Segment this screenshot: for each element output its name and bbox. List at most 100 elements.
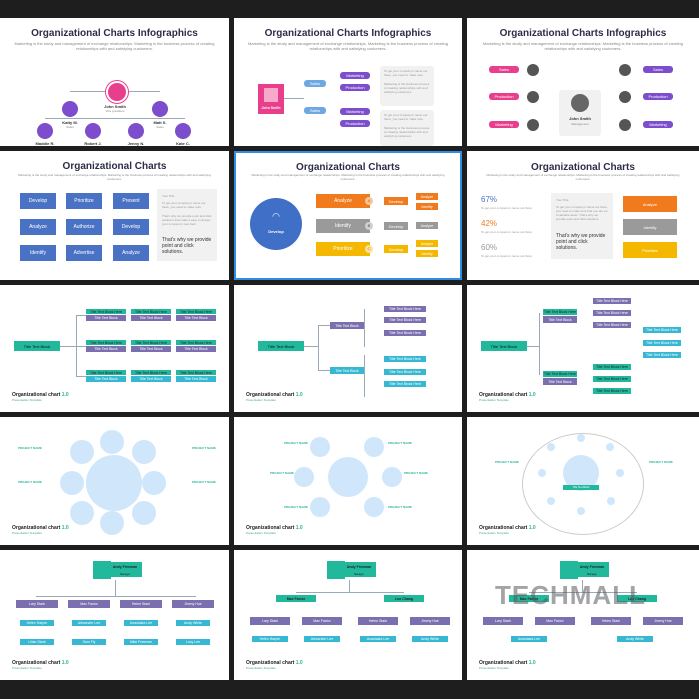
sub-block: Title Text Block Here bbox=[131, 309, 171, 314]
avatar bbox=[128, 123, 144, 139]
footer-version: 1.0 bbox=[62, 660, 69, 666]
project-label: PROJECT NAME bbox=[404, 471, 428, 475]
slide-thumbnail-14[interactable]: Andy Freeman Manager Max Factor Loo Chan… bbox=[234, 550, 462, 680]
footer-version: 1.0 bbox=[529, 525, 536, 531]
project-label: PROJECT NAME bbox=[649, 460, 673, 464]
footer-version: 1.0 bbox=[296, 660, 303, 666]
staff-name: Lilian Stark bbox=[20, 639, 54, 645]
project-label: PROJECT NAME bbox=[270, 471, 294, 475]
satellite-circle bbox=[616, 469, 624, 477]
sub-block: Title Text Block Here bbox=[131, 340, 171, 345]
note-highlight: That's why we provide point and click so… bbox=[162, 237, 214, 255]
slide-title: Organizational Charts Infographics bbox=[234, 28, 462, 39]
manager-name: Max Factor bbox=[535, 617, 575, 625]
slide-thumbnail-13[interactable]: Andy Freeman Manager Lary Stark Max Fact… bbox=[0, 550, 229, 680]
sub-block: Title Text Block Here bbox=[384, 330, 426, 336]
row-badge: B bbox=[365, 222, 373, 230]
slide-thumbnail-10[interactable]: PROJECT NAME PROJECT NAME PROJECT NAME P… bbox=[0, 417, 229, 545]
title-block: Title Text Block bbox=[131, 315, 171, 321]
label-pill: Sales bbox=[304, 107, 326, 114]
process-box: Present bbox=[113, 193, 149, 209]
slide-thumbnail-1[interactable]: Organizational Charts Infographics Marke… bbox=[0, 18, 229, 146]
avatar bbox=[527, 91, 539, 103]
satellite-circle bbox=[142, 471, 166, 495]
process-box: Develop bbox=[113, 219, 149, 235]
avatar bbox=[264, 88, 278, 102]
footer-sub: Presentation Template bbox=[12, 666, 42, 670]
process-box: Identify bbox=[623, 219, 677, 235]
satellite-circle bbox=[294, 467, 314, 487]
sub-block: Title Text Block Here bbox=[543, 309, 577, 315]
manager-name: Jimmy Hue bbox=[643, 617, 683, 625]
slide-subtitle: Marketing is the study and management of… bbox=[479, 173, 687, 181]
step-box: Develop bbox=[384, 222, 408, 230]
person-role: Management bbox=[559, 122, 601, 126]
note-highlight: That's why we provide point and click so… bbox=[556, 233, 610, 251]
manager-name: Max Factor bbox=[302, 617, 342, 625]
title-block: Title Text Block bbox=[176, 315, 216, 321]
title-block: Title Text Block bbox=[86, 376, 126, 382]
sub-block: Title Text Block Here bbox=[384, 306, 426, 312]
satellite-circle bbox=[382, 467, 402, 487]
avatar bbox=[527, 64, 539, 76]
label-pill: Marketing bbox=[340, 72, 370, 79]
slide-title: Organizational Charts bbox=[467, 162, 699, 173]
avatar bbox=[62, 101, 78, 117]
avatar bbox=[175, 123, 191, 139]
person-name: Jenny N. bbox=[116, 141, 156, 146]
title-block: Title Text Block bbox=[543, 378, 577, 385]
note-text: To get your company's name out there, yo… bbox=[384, 69, 430, 77]
project-label: PROJECT NAME bbox=[388, 441, 412, 445]
center-circle bbox=[86, 455, 142, 511]
slide-thumbnail-3[interactable]: Organizational Charts Infographics Marke… bbox=[467, 18, 699, 146]
sub-block: Title Text Block Here bbox=[643, 340, 681, 346]
project-label: PROJECT NAME bbox=[18, 480, 42, 484]
avatar bbox=[106, 81, 128, 103]
process-box: Prioritize bbox=[623, 242, 677, 258]
process-box: Identify bbox=[20, 245, 56, 261]
slide-thumbnail-4[interactable]: Organizational Charts Marketing is the s… bbox=[0, 151, 229, 280]
step-box: Develop bbox=[384, 245, 408, 253]
sub-block: Title Text Block Here bbox=[593, 376, 631, 382]
satellite-circle bbox=[538, 469, 546, 477]
slide-thumbnail-11[interactable]: PROJECT NAME PROJECT NAME PROJECT NAME P… bbox=[234, 417, 462, 545]
slide-thumbnail-9[interactable]: Title Text Block Title Text Block Here T… bbox=[467, 285, 699, 412]
sub-block: Title Text Block Here bbox=[593, 388, 631, 394]
project-label: PROJECT NAME bbox=[284, 505, 308, 509]
process-box: Authorize bbox=[66, 219, 102, 235]
footer-version: 1.0 bbox=[62, 525, 69, 531]
note-text: Marketing is the business process of cre… bbox=[384, 126, 430, 138]
slide-thumbnail-7[interactable]: Title Text Block Title Text Block Here T… bbox=[0, 285, 229, 412]
manager-name: Lary Stark bbox=[16, 600, 58, 608]
center-label: Title Text Block bbox=[563, 485, 599, 490]
manager-name: Jimmy Hue bbox=[410, 617, 450, 625]
satellite-circle bbox=[132, 501, 156, 525]
note-text: To get your company's name out there, yo… bbox=[556, 205, 608, 221]
person-role: Manager bbox=[108, 572, 142, 577]
process-box: Develop bbox=[20, 193, 56, 209]
staff-name: Helen Harper bbox=[20, 620, 54, 626]
slide-thumbnail-15[interactable]: Andy Freeman Manager Max Factor Loo Chan… bbox=[467, 550, 699, 680]
footer-version: 1.0 bbox=[296, 392, 303, 398]
slide-title: Organizational Charts Infographics bbox=[0, 28, 229, 39]
stat-text: To get your company's name out there bbox=[481, 230, 543, 234]
sub-block: Title Text Block Here bbox=[86, 340, 126, 345]
staff-name: Lucy Lee bbox=[176, 639, 210, 645]
sub-block: Title Text Block Here bbox=[643, 352, 681, 358]
staff-name: Anastasia Lee bbox=[124, 620, 158, 626]
person-role: Vice president bbox=[95, 109, 135, 113]
stat-value: 60% bbox=[481, 243, 497, 252]
slide-thumbnail-6[interactable]: Organizational Charts Marketing is the s… bbox=[467, 151, 699, 280]
footer-sub: Presentation Template bbox=[12, 531, 42, 535]
label-pill: Marketing bbox=[643, 121, 673, 128]
slide-title: Organizational Charts bbox=[0, 161, 229, 172]
slide-thumbnail-2[interactable]: Organizational Charts Infographics Marke… bbox=[234, 18, 462, 146]
person-name: John Smith bbox=[254, 106, 288, 110]
slide-thumbnail-5-selected[interactable]: Organizational Charts Marketing is the s… bbox=[234, 151, 462, 280]
slide-thumbnail-8[interactable]: Title Text Block Title Text Block Title … bbox=[234, 285, 462, 412]
manager-name: Helen Stark bbox=[358, 617, 398, 625]
satellite-circle bbox=[577, 507, 585, 515]
sub-block: Title Text Block Here bbox=[384, 369, 426, 375]
slide-thumbnail-12[interactable]: Title Text Block PROJECT NAME PROJECT NA… bbox=[467, 417, 699, 545]
